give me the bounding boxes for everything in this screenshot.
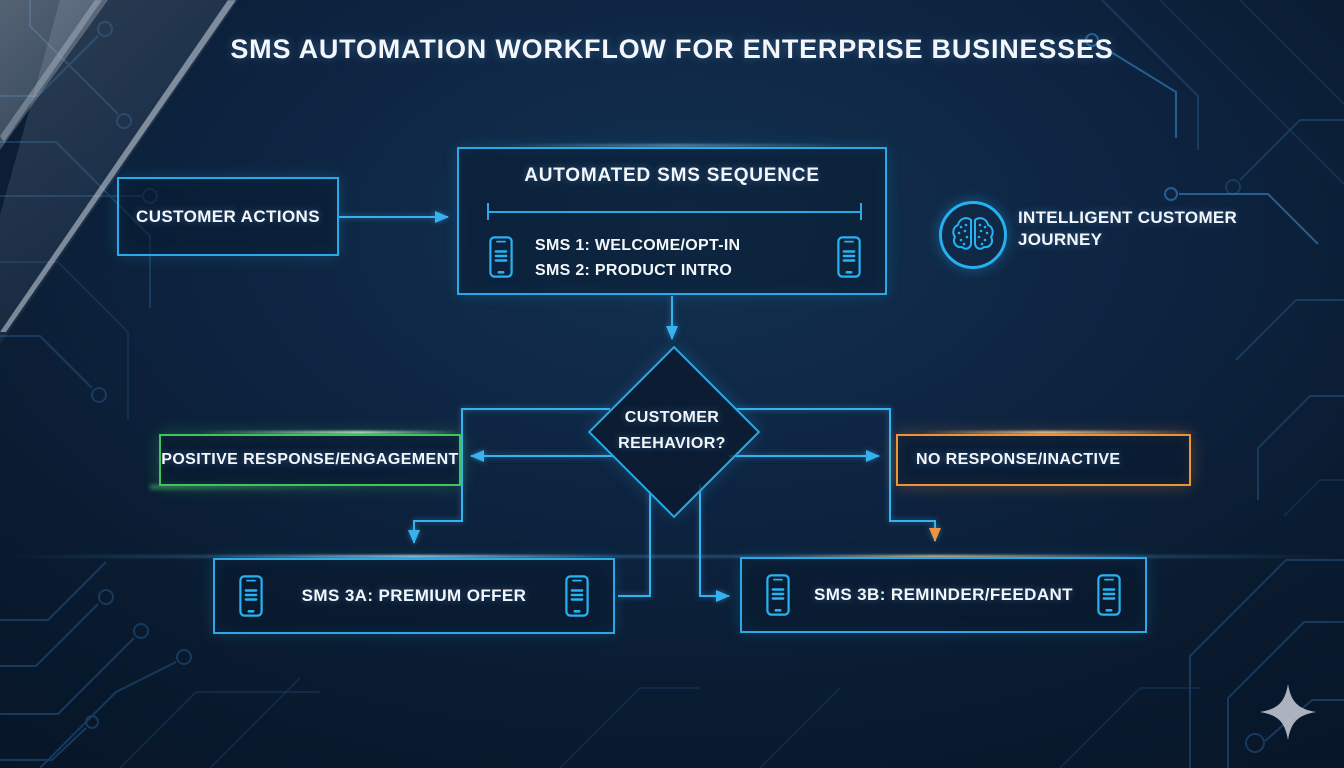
phone-icon (837, 236, 861, 278)
decision-label: CUSTOMER REEHAVIOR? (572, 405, 772, 457)
sms3a-box: SMS 3A: PREMIUM OFFER (213, 558, 615, 634)
customer-actions-label: CUSTOMER ACTIONS (136, 206, 320, 226)
decision-label-line2: REEHAVIOR? (618, 435, 726, 452)
phone-icon (239, 575, 263, 617)
phone-icon (1097, 574, 1121, 616)
sms1-label: SMS 1: WELCOME/OPT-IN (535, 237, 741, 254)
no-response-label: NO RESPONSE/INACTIVE (916, 451, 1121, 468)
positive-response-box: POSITIVE RESPONSE/ENGAGEMENT (159, 434, 461, 486)
journey-label: INTELLIGENT CUSTOMER JOURNEY (1018, 207, 1258, 251)
timeline-tick (487, 203, 489, 220)
positive-response-label: POSITIVE RESPONSE/ENGAGEMENT (161, 451, 459, 468)
no-response-box: NO RESPONSE/INACTIVE (896, 434, 1191, 486)
customer-actions-box: CUSTOMER ACTIONS (117, 177, 339, 256)
sms3b-label: SMS 3B: REMINDER/FEEDANT (814, 585, 1073, 604)
page-title: SMS AUTOMATION WORKFLOW FOR ENTERPRISE B… (230, 34, 1114, 64)
sms2-label: SMS 2: PRODUCT INTRO (535, 262, 733, 279)
sms-sequence-box: AUTOMATED SMS SEQUENCE SMS 1: WELCOME/OP… (457, 147, 887, 295)
sequence-timeline (487, 211, 862, 213)
journey-label-line2: JOURNEY (1018, 230, 1103, 249)
sparkle-icon (1256, 680, 1320, 744)
sms-sequence-title: AUTOMATED SMS SEQUENCE (524, 165, 820, 186)
sms3b-box: SMS 3B: REMINDER/FEEDANT (740, 557, 1147, 633)
journey-label-line1: INTELLIGENT CUSTOMER (1018, 208, 1238, 227)
phone-icon (766, 574, 790, 616)
sms3a-label: SMS 3A: PREMIUM OFFER (301, 586, 527, 605)
decision-label-line1: CUSTOMER (624, 409, 720, 426)
phone-icon (565, 575, 589, 617)
brain-icon (939, 201, 1007, 269)
timeline-tick (860, 203, 862, 220)
phone-icon (489, 236, 513, 278)
